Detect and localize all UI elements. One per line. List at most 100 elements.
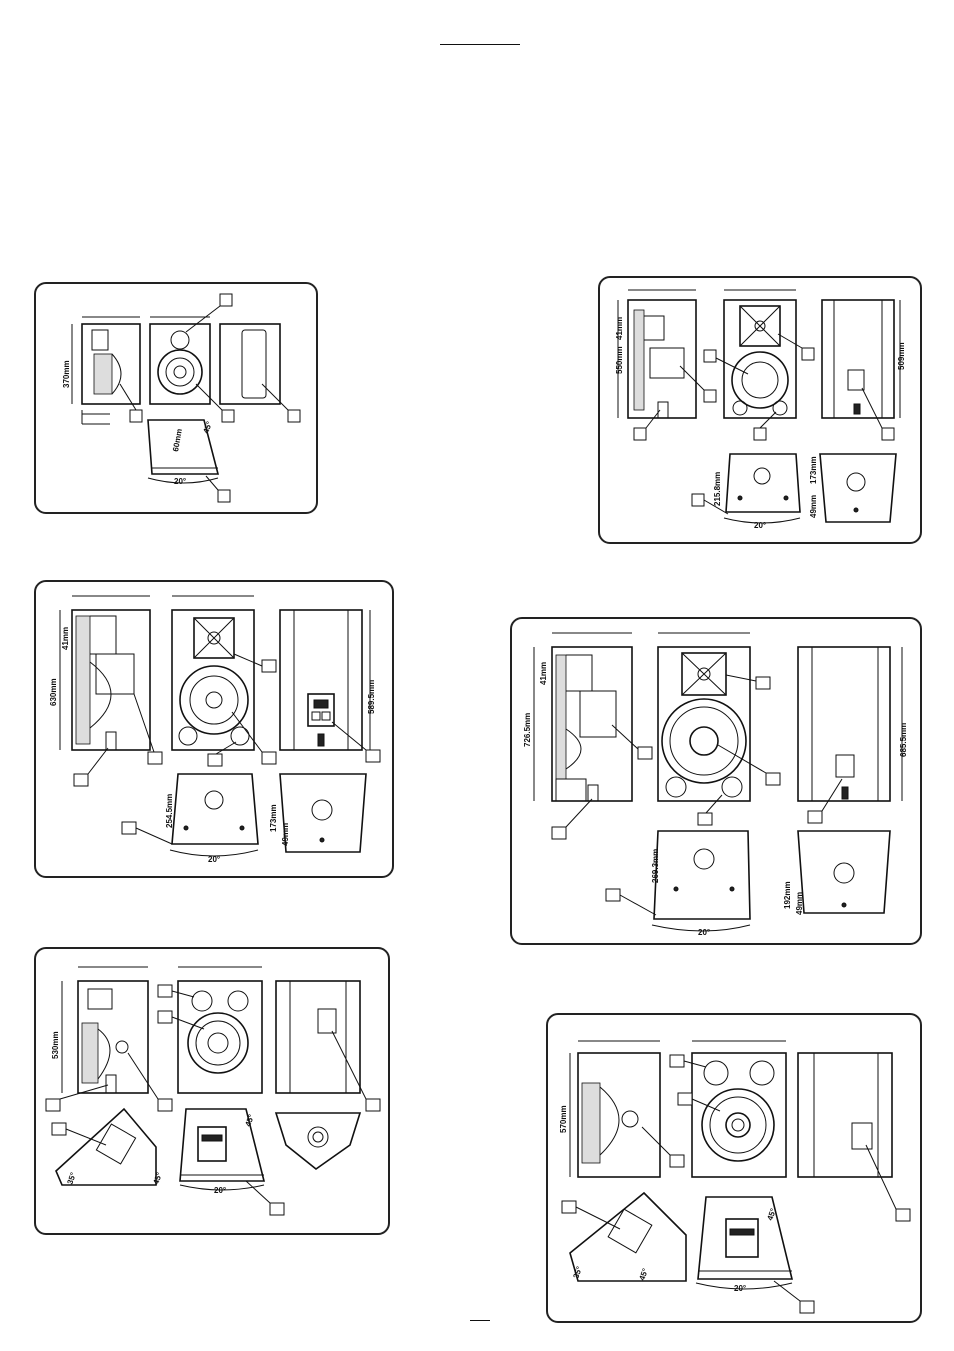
right-dim-a-label: 173mm <box>809 456 818 484</box>
callout-box-3 <box>697 812 713 826</box>
woofer <box>157 349 203 395</box>
height-label: 726.5mm <box>523 713 532 747</box>
spread-angle-label: 20° <box>698 928 710 937</box>
woofer <box>701 1088 775 1162</box>
panel-speaker-530mm: 530mm 35° 45° 45° 20° <box>34 947 390 1235</box>
callout-box-6 <box>365 749 381 763</box>
angle-left-label: 35° <box>571 1265 584 1279</box>
callout-box-7 <box>691 493 705 507</box>
height-label: 570mm <box>559 1105 568 1133</box>
top-view <box>274 1112 362 1171</box>
drawing-530mm: 530mm 35° 45° 45° 20° <box>45 966 381 1216</box>
tilt-dim-label: 60mm <box>171 428 184 452</box>
callout-box-3 <box>221 409 235 423</box>
callout-box-6 <box>799 1300 815 1314</box>
callout-box-7 <box>269 1202 285 1216</box>
right-dim-b-label: 49mm <box>281 823 290 846</box>
bottom-view-left <box>725 453 801 513</box>
drawing-726mm: 726.5mm 41mm 685.5mm 269.3mm 20° 192mm 4… <box>523 632 908 937</box>
bottom-dim-label: 254.5mm <box>165 794 174 828</box>
angle-left-label: 35° <box>65 1171 78 1185</box>
callout-box-4 <box>261 751 277 765</box>
spread-angle-label: 20° <box>754 521 766 530</box>
front-view-cabinet <box>149 323 211 405</box>
rear-view-cabinet <box>275 980 361 1094</box>
callout-box-5 <box>261 659 277 673</box>
panel-speaker-630mm: 630mm 41mm 589.5mm 254.5mm 20° <box>34 580 394 878</box>
rear-view-cabinet <box>797 646 891 802</box>
callout-box-3 <box>45 1098 61 1112</box>
callout-box-4 <box>765 772 781 786</box>
rear-height-label: 685.5mm <box>899 723 908 757</box>
rear-height-label: 589.5mm <box>367 680 376 714</box>
callout-box-2 <box>703 349 717 363</box>
bottom-view-left <box>171 773 259 845</box>
angled-side-view <box>569 1191 687 1282</box>
right-dim-b-label: 49mm <box>795 892 804 915</box>
callout-box-3 <box>669 1154 685 1168</box>
front-view-cabinet <box>657 646 751 802</box>
rear-view-cabinet <box>279 609 363 751</box>
callout-box-5 <box>755 676 771 690</box>
callout-box-2 <box>677 1092 693 1106</box>
angle-right-label: 45° <box>151 1171 164 1185</box>
woofer <box>187 1012 249 1074</box>
horn <box>193 617 235 659</box>
callout-box-5 <box>217 489 231 503</box>
right-dim-a-label: 173mm <box>269 804 278 832</box>
panel-speaker-370mm: 370mm 60mm 45° 20° <box>34 282 318 514</box>
top-angle-label: 45° <box>243 1113 256 1127</box>
right-dim-b-label: 49mm <box>809 495 818 518</box>
connector-plate <box>307 693 335 727</box>
callout-box-6 <box>51 1122 67 1136</box>
handle-plate <box>725 1218 759 1258</box>
tweeter <box>170 330 190 350</box>
callout-box-1 <box>219 293 233 307</box>
callout-box-1 <box>73 773 89 787</box>
offset-label: 41mm <box>61 627 70 650</box>
woofer <box>179 665 249 735</box>
height-label: 550mm <box>615 346 624 374</box>
drawing-630mm: 630mm 41mm 589.5mm 254.5mm 20° <box>49 595 381 864</box>
callout-box-5 <box>561 1200 577 1214</box>
bottom-view-right <box>279 773 367 853</box>
bottom-view <box>147 419 220 475</box>
spread-angle-label: 20° <box>734 1284 746 1293</box>
tilt-angle-label: 45° <box>201 420 214 434</box>
front-view-cabinet <box>691 1052 787 1178</box>
callout-box-7 <box>121 821 137 835</box>
bottom-dim-label: 215.8mm <box>713 472 722 506</box>
bottom-rule <box>470 1320 490 1321</box>
callout-box-2 <box>129 409 143 423</box>
woofer <box>731 351 789 409</box>
spread-angle-label: 20° <box>174 477 186 486</box>
drawing-550mm: 550mm 41mm 509mm 215.8mm 20° 173mm 49mm <box>615 289 906 530</box>
spread-angle-label: 20° <box>214 1186 226 1195</box>
spread-angle-label: 20° <box>208 855 220 864</box>
panel-speaker-726mm: 726.5mm 41mm 685.5mm 269.3mm 20° 192mm 4… <box>510 617 922 945</box>
angle-right-label: 45° <box>637 1267 650 1281</box>
callout-box-3 <box>207 753 223 767</box>
callout-box-6 <box>881 427 895 441</box>
callout-box-1 <box>157 984 173 998</box>
callout-box-2 <box>157 1010 173 1024</box>
side-view-cabinet <box>577 1052 661 1178</box>
bottom-dim-label: 269.3mm <box>651 849 660 883</box>
callout-box-6 <box>807 810 823 824</box>
front-view-cabinet <box>171 609 255 751</box>
drawing-570mm: 570mm 35° 45° 45° 20° <box>559 1040 911 1314</box>
bottom-view <box>179 1108 266 1182</box>
callout-box-5 <box>365 1098 381 1112</box>
callout-box-4 <box>287 409 301 423</box>
rear-height-label: 509mm <box>897 342 906 370</box>
offset-label: 41mm <box>615 317 624 340</box>
bottom-view-right <box>819 453 897 523</box>
callout-box-1 <box>633 427 647 441</box>
woofer <box>661 698 747 784</box>
rear-view-cabinet <box>219 323 281 405</box>
rear-view-cabinet <box>797 1052 893 1178</box>
bottom-view-right <box>797 830 891 914</box>
height-label: 370mm <box>62 360 71 388</box>
callout-box-4 <box>157 1098 173 1112</box>
callout-box-4 <box>801 347 815 361</box>
